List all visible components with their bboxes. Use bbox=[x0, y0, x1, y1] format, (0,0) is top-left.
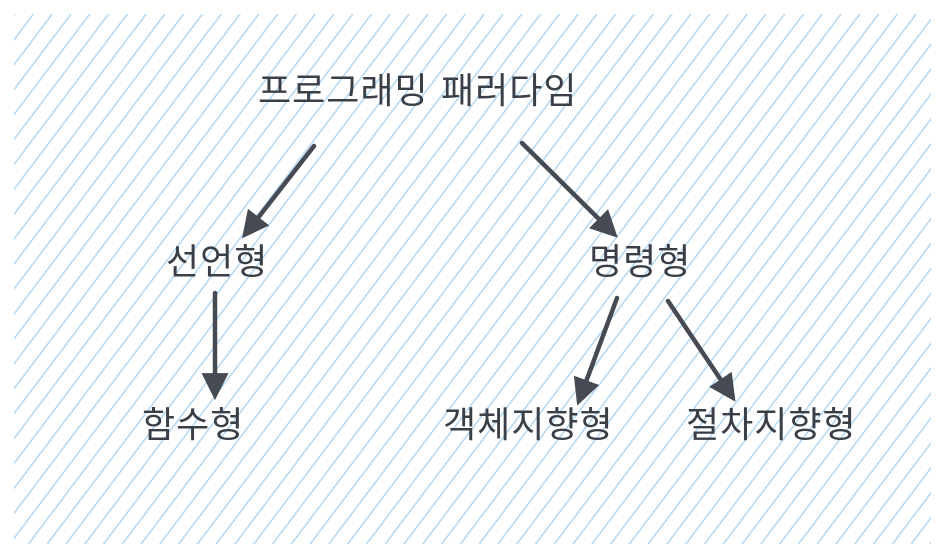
arrow-root-to-imperative bbox=[519, 140, 618, 238]
node-procedural: 절차지향형 bbox=[686, 405, 857, 446]
hatched-background bbox=[14, 14, 931, 544]
arrow-imperative-to-object-oriented bbox=[573, 295, 620, 406]
arrow-imperative-to-procedural bbox=[665, 298, 736, 402]
node-root: 프로그래밍 패러다임 bbox=[258, 71, 578, 112]
arrow-root-to-declarative bbox=[242, 143, 317, 239]
node-functional: 함수형 bbox=[142, 405, 245, 446]
node-declarative: 선언형 bbox=[166, 242, 269, 283]
node-imperative: 명령형 bbox=[589, 242, 692, 283]
node-object-oriented: 객체지향형 bbox=[443, 405, 614, 446]
